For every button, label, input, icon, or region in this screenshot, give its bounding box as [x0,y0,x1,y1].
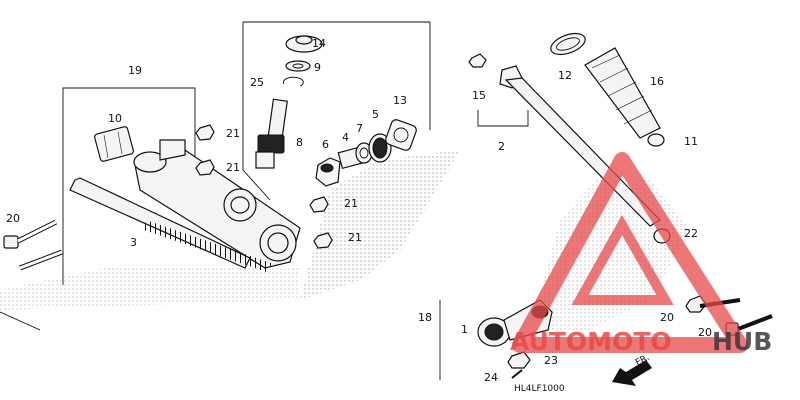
callout-16: 16 [650,75,664,88]
watermark-brand-part2: HUB [712,327,772,356]
callout-6: 6 [322,138,329,151]
callout-13: 13 [393,94,407,107]
callout-18: 18 [418,311,432,324]
callout-7: 7 [356,122,363,135]
front-direction-arrow: FR. [612,353,652,386]
callout-22: 22 [684,227,698,240]
callout-11: 11 [684,135,698,148]
callout-9: 9 [314,61,321,74]
diagram-code: HL4LF1000 [514,384,565,394]
left-bolts [3,219,63,271]
callout-21-d: 21 [348,231,362,244]
callout-21-a: 21 [226,127,240,140]
callout-23: 23 [544,354,558,367]
callout-10: 10 [108,112,122,125]
pinion-parts [255,35,323,169]
callout-1: 1 [461,323,468,336]
callout-3: 3 [130,236,137,249]
rack-housing [69,139,301,273]
boot-parts [550,32,665,147]
watermark: AUTOMOTO HUB [510,152,772,356]
callout-5: 5 [372,108,379,121]
callout-8: 8 [296,136,303,149]
nuts [195,124,333,249]
callout-labels: 14 9 25 8 6 4 7 5 13 19 10 21 21 21 21 2… [6,37,712,384]
callout-14: 14 [312,37,326,50]
callout-25: 25 [250,76,264,89]
callout-12: 12 [558,69,572,82]
callout-19: 19 [128,64,142,77]
bushing-part [94,126,134,162]
callout-21-b: 21 [226,161,240,174]
rack-guide-parts [315,119,417,187]
callout-2: 2 [498,140,505,153]
callout-20-right-b: 20 [698,326,712,339]
watermark-triangle-logo [512,152,748,353]
callout-15: 15 [472,89,486,102]
callout-24: 24 [484,371,498,384]
callout-4: 4 [342,131,349,144]
callout-21-c: 21 [344,197,358,210]
bracket-lines [0,21,529,380]
watermark-brand-part1: AUTOMOTO [510,327,672,356]
callout-20-right-a: 20 [660,311,674,324]
callout-20-left: 20 [6,212,20,225]
